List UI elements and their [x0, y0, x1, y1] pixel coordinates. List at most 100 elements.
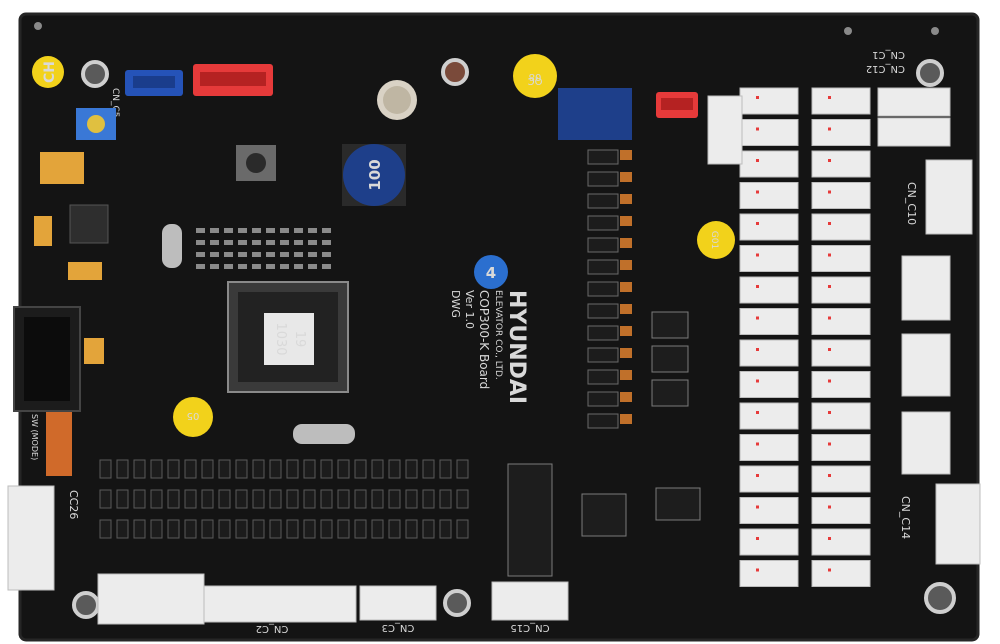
- resistor: [620, 326, 632, 336]
- side-connectors: [707, 87, 981, 565]
- terminal-connector: [811, 465, 871, 493]
- resistor: [308, 240, 317, 245]
- smd-part: [456, 519, 469, 539]
- smd-part: [116, 519, 129, 539]
- smd-part: [116, 489, 129, 509]
- terminal-connector: [811, 276, 871, 304]
- smd-part: [150, 459, 163, 479]
- resistor: [238, 228, 247, 233]
- badge-4: 4: [474, 255, 508, 289]
- svg-text:4: 4: [486, 264, 496, 282]
- terminal-connector: [739, 213, 799, 241]
- smd-part: [269, 459, 282, 479]
- resistor: [210, 240, 219, 245]
- smd-part: [371, 489, 384, 509]
- terminal-connector: [811, 87, 871, 115]
- tantalum-capacitors: [34, 152, 104, 364]
- resistor: [210, 252, 219, 257]
- smd-part: [587, 215, 619, 231]
- smd-part: [320, 519, 333, 539]
- svg-text:QC: QC: [528, 75, 543, 86]
- smd-part: [587, 171, 619, 187]
- resistor: [266, 264, 275, 269]
- smd-part: [218, 459, 231, 479]
- smd-part: [587, 281, 619, 297]
- terminal-connector: [739, 371, 799, 398]
- smd-part: [167, 519, 180, 539]
- connector-red-top: [193, 64, 273, 96]
- terminal-connector: [811, 497, 871, 524]
- resistor: [196, 240, 205, 245]
- smd-part: [587, 303, 619, 319]
- smd-part: [184, 459, 197, 479]
- smd-part: [286, 519, 299, 539]
- red-dot: [756, 348, 759, 351]
- resistor: [322, 252, 331, 257]
- terminal-connector: [811, 434, 871, 461]
- resistor: [238, 264, 247, 269]
- smd-part: [354, 489, 367, 509]
- terminal-connector: [811, 560, 871, 587]
- smd-part: [252, 459, 265, 479]
- red-dot: [756, 190, 759, 194]
- connector-cn-c15: CN_C15: [491, 581, 569, 633]
- terminal-connector: [739, 465, 799, 493]
- smd-part: [439, 489, 452, 509]
- resistor: [620, 216, 632, 226]
- smd-part: [354, 459, 367, 479]
- resistor: [280, 240, 289, 245]
- svg-text:100: 100: [366, 159, 384, 190]
- push-button: [236, 145, 276, 181]
- smd-part: [587, 325, 619, 341]
- mounting-holes: [72, 58, 956, 619]
- resistor: [196, 252, 205, 257]
- smd-part: [587, 193, 619, 209]
- smd-part: [218, 519, 231, 539]
- inductor: 100: [342, 144, 406, 206]
- smd-part: [167, 489, 180, 509]
- smd-part: [422, 519, 435, 539]
- smd-part: [235, 489, 248, 509]
- smd-part: [252, 519, 265, 539]
- resistor: [252, 240, 261, 245]
- svg-text:COP300-K Board: COP300-K Board: [477, 290, 491, 389]
- terminal-connector: [811, 528, 871, 556]
- resistor: [620, 260, 632, 270]
- smd-part: [99, 519, 112, 539]
- svg-text:CN_C2: CN_C2: [256, 623, 289, 634]
- red-dot: [828, 537, 831, 540]
- red-dot: [756, 505, 759, 509]
- terminal-connector: [811, 213, 871, 241]
- smd-part: [405, 459, 418, 479]
- small-ic: [69, 204, 109, 244]
- red-dot: [756, 96, 759, 99]
- label-cn-c12: CN_C12: [866, 63, 905, 74]
- terminal-connector: [811, 245, 871, 272]
- red-dot: [756, 159, 759, 162]
- red-dot: [756, 442, 759, 446]
- smd-part: [303, 459, 316, 479]
- resistor: [224, 252, 233, 257]
- resistor: [294, 240, 303, 245]
- smd-part: [587, 149, 619, 165]
- resistor: [294, 228, 303, 233]
- terminal-connector: [811, 308, 871, 335]
- red-dot: [828, 253, 831, 257]
- red-dot: [828, 568, 831, 572]
- smd-part: [439, 519, 452, 539]
- svg-text:1030: 1030: [273, 322, 288, 355]
- resistor: [620, 348, 632, 358]
- smd-part: [388, 519, 401, 539]
- resistor: [224, 240, 233, 245]
- red-dot: [756, 222, 759, 225]
- resistor: [238, 252, 247, 257]
- smd-components: [99, 149, 632, 539]
- svg-text:CC26: CC26: [67, 490, 80, 519]
- sticker-qc: QC 08: [513, 54, 557, 98]
- smd-part: [354, 519, 367, 539]
- terminal-connector: [739, 528, 799, 556]
- terminal-connector-array: [739, 87, 871, 587]
- resistor: [266, 240, 275, 245]
- terminal-connector: [811, 339, 871, 367]
- terminal-connector: [811, 119, 871, 146]
